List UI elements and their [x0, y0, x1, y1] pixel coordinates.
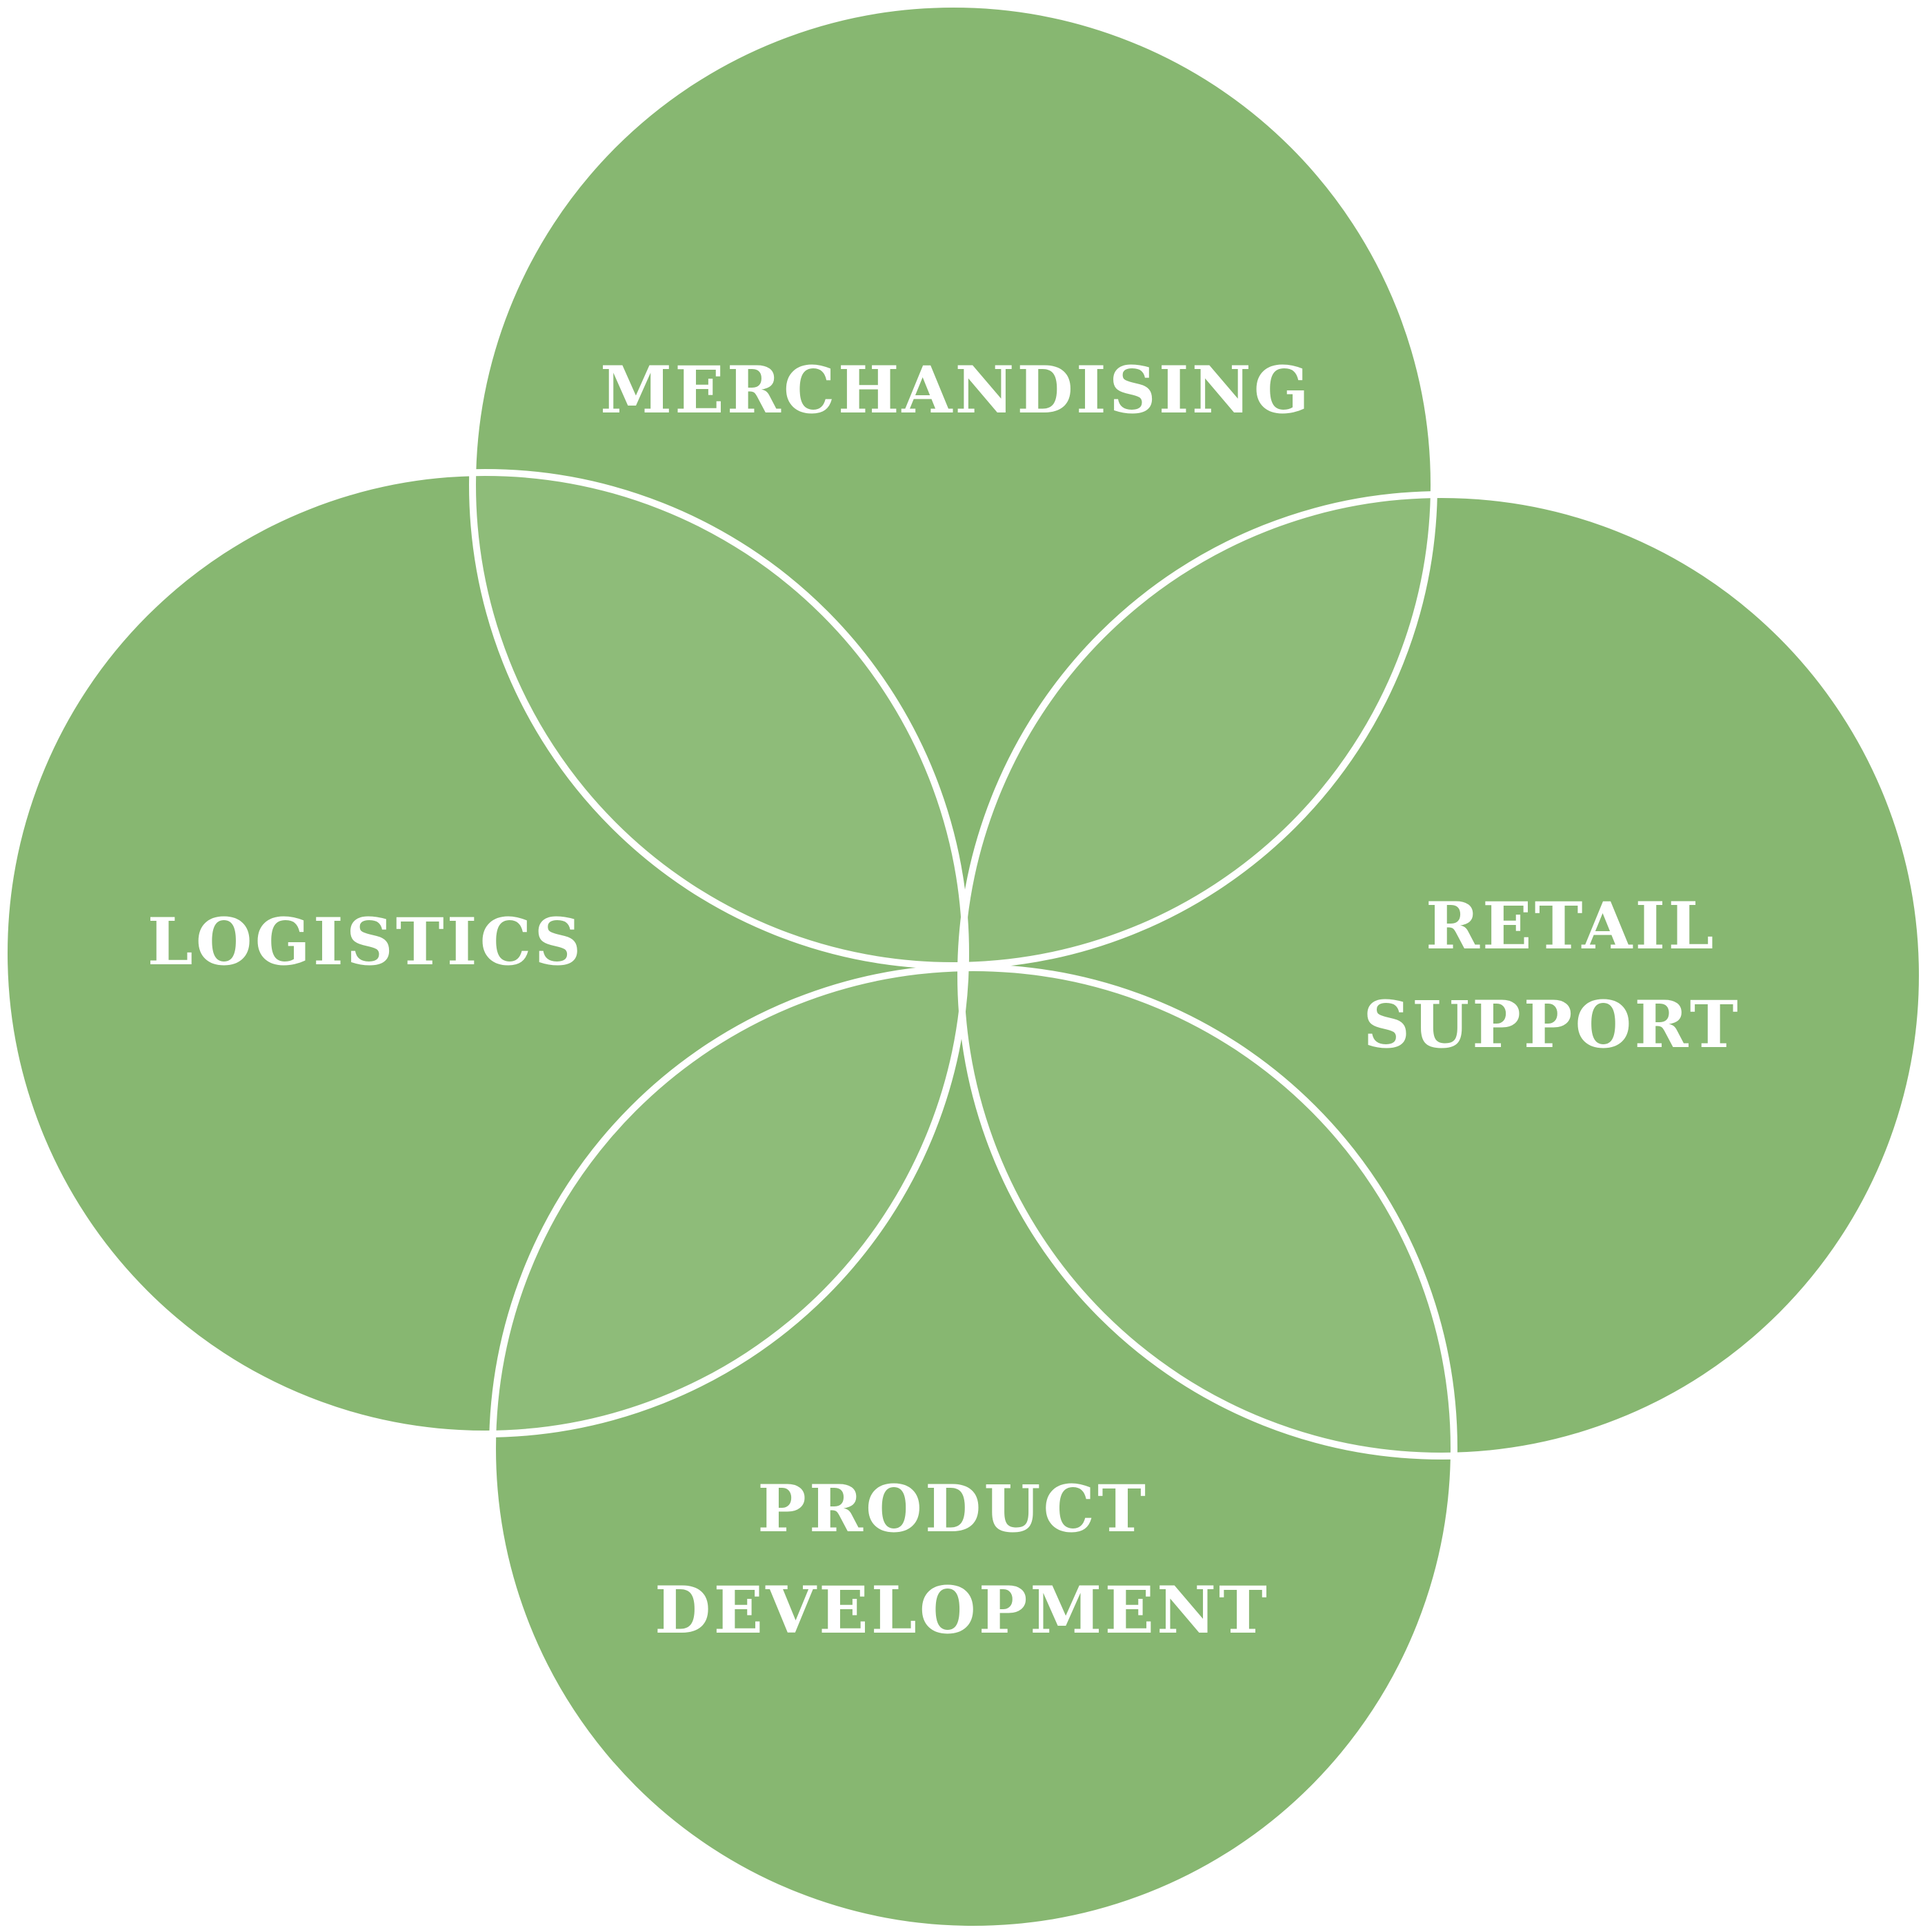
outline-retail-support: [957, 491, 1926, 1460]
label-retail-support-line-1: RETAIL: [1426, 888, 1717, 964]
outline-product-development: [489, 964, 1457, 1932]
label-retail-support-line-2: SUPPORT: [1363, 987, 1741, 1063]
label-product-development-line-2: DEVELOPMENT: [655, 1573, 1270, 1649]
outline-logistics: [1, 469, 969, 1437]
label-logistics-line-1: LOGISTICS: [148, 904, 584, 980]
overlap-merchandising-retail-support: [961, 495, 1434, 966]
label-product-development-line-1: PRODUCT: [757, 1471, 1148, 1547]
label-merchandising-line-1: MERCHANDISING: [600, 352, 1312, 428]
label-merchandising: MERCHANDISING: [600, 352, 1312, 428]
overlap-logistics-product-development: [492, 968, 966, 1434]
label-logistics: LOGISTICS: [148, 904, 584, 980]
label-product-development: PRODUCT DEVELOPMENT: [655, 1471, 1270, 1649]
label-retail-support: RETAIL SUPPORT: [1363, 888, 1742, 1063]
